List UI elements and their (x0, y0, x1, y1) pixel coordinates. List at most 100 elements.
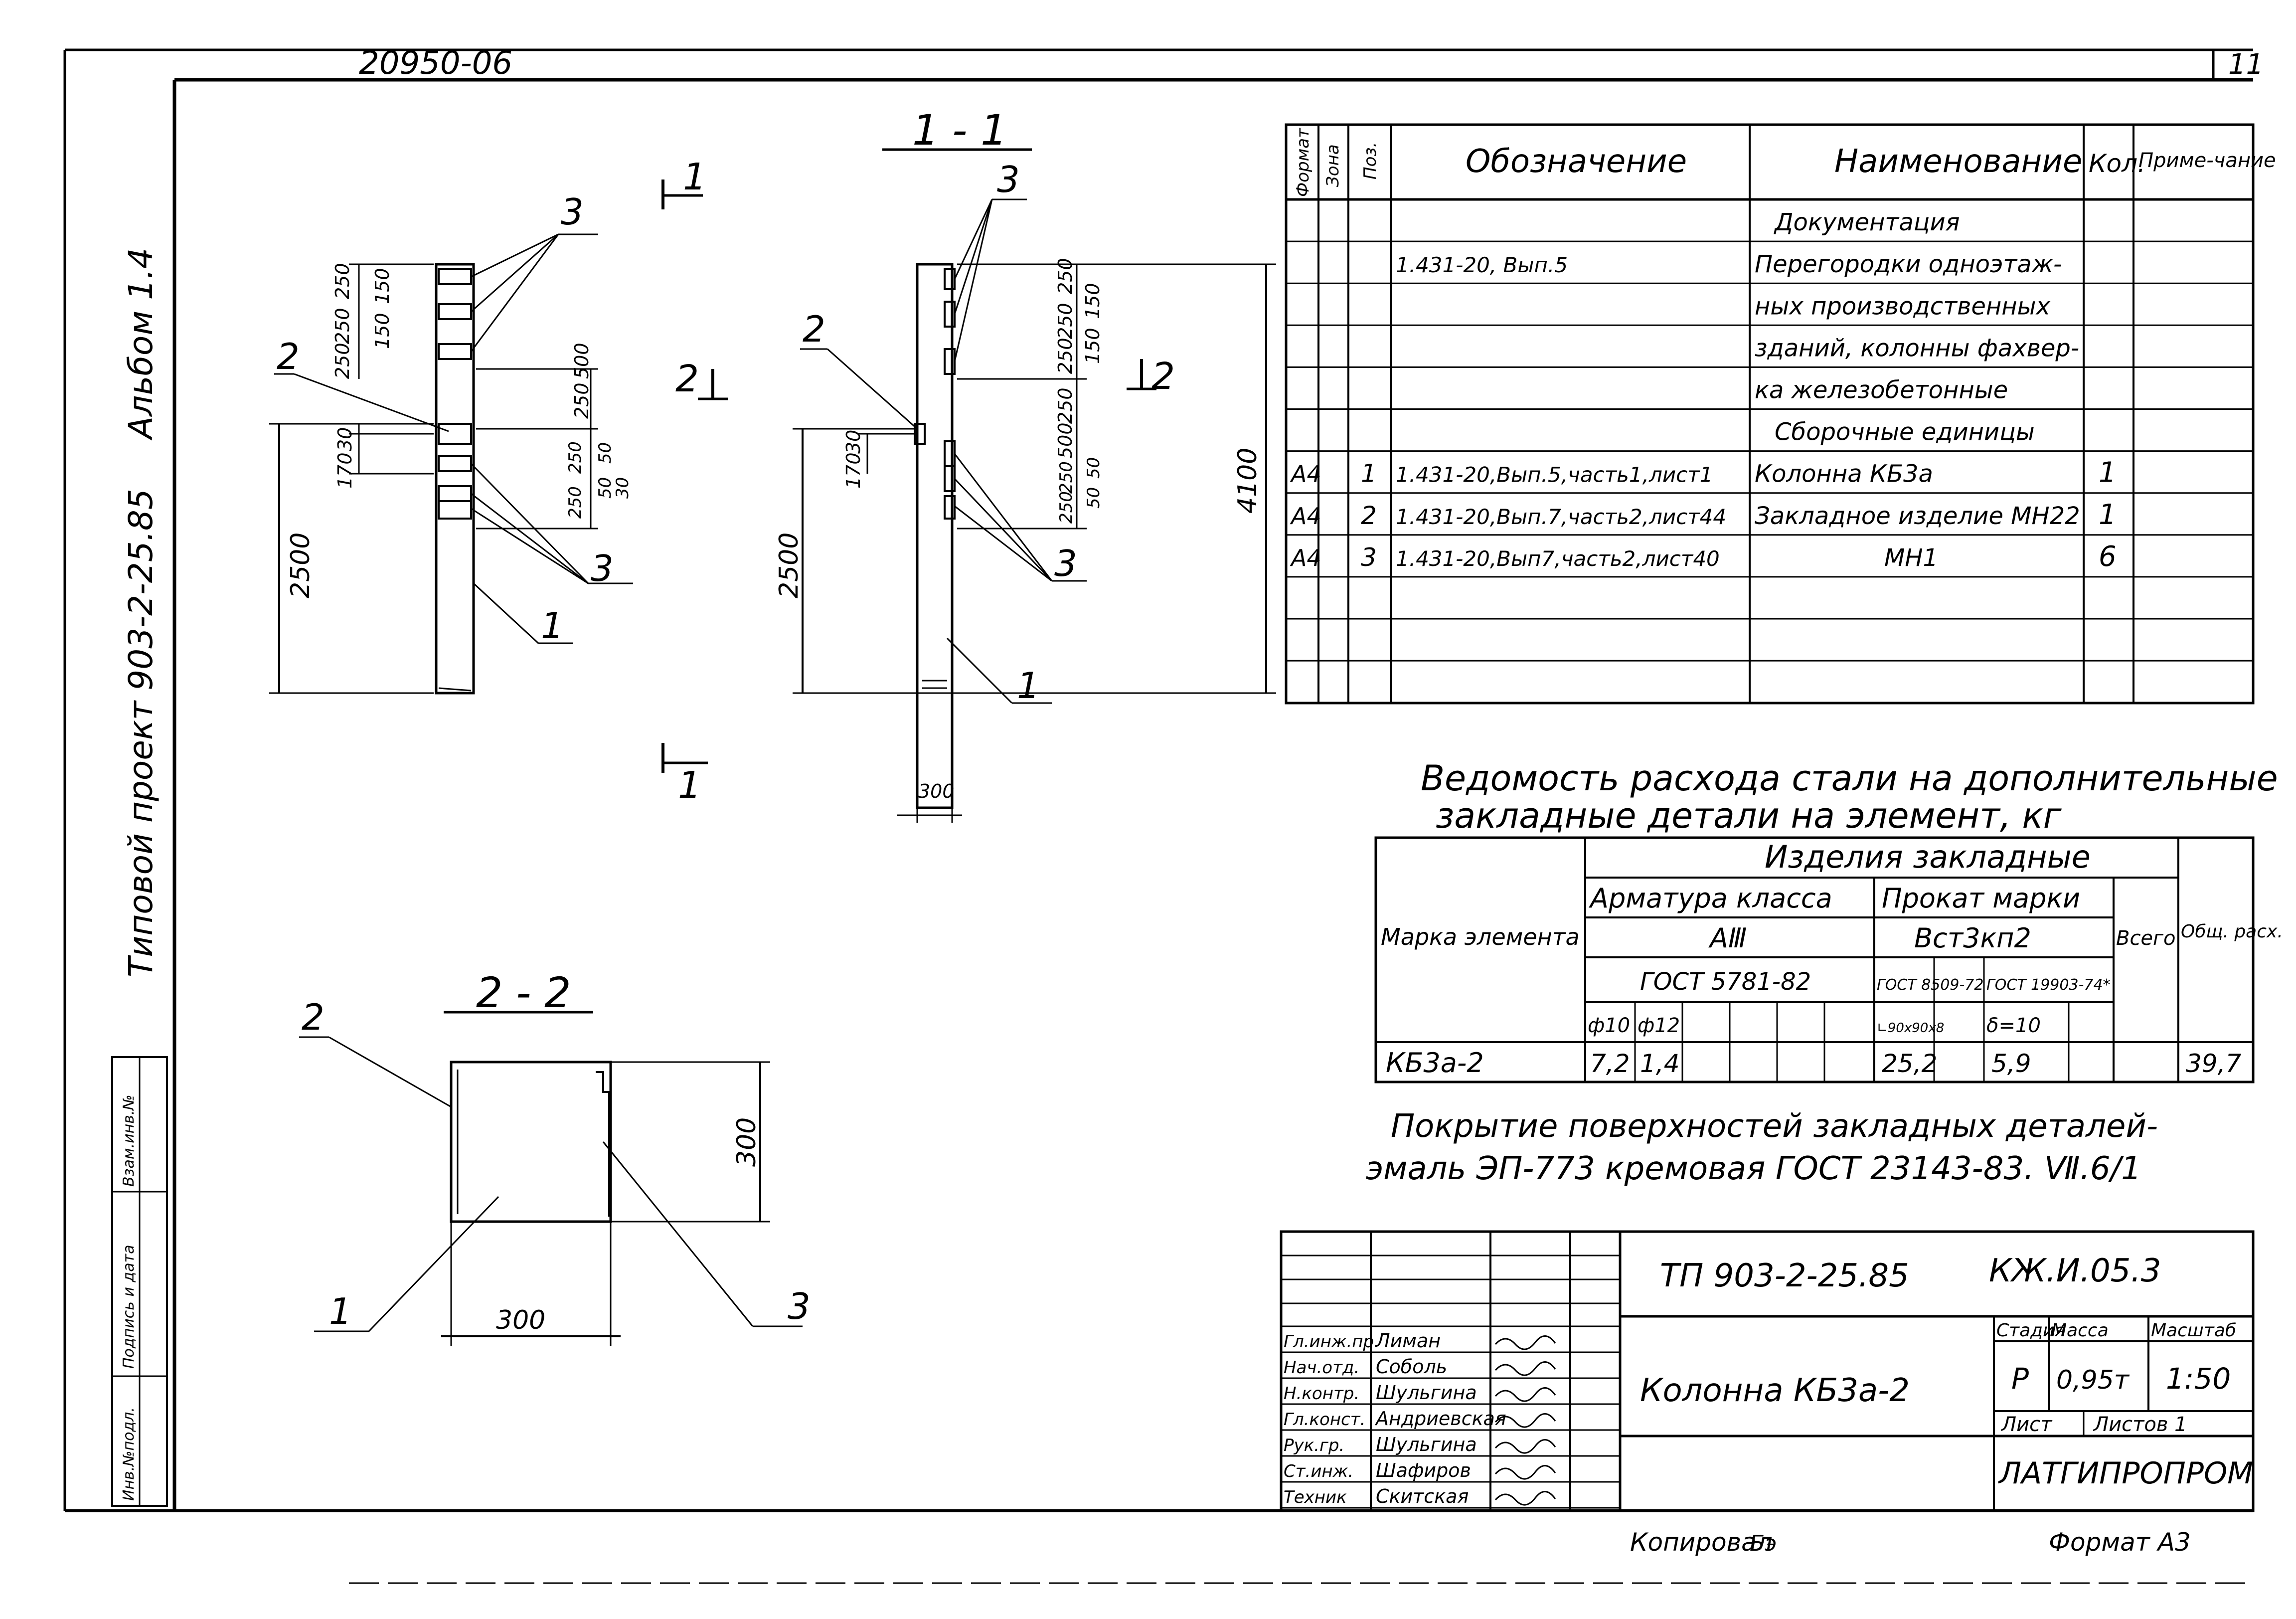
title-block-role: Гл.конст. (1284, 1410, 1365, 1430)
tb-project-code: ТП 903-2-25.85 (1660, 1258, 1909, 1294)
side-stamp (111, 1056, 168, 1507)
steel-row-plate: 5,9 (1991, 1049, 2031, 1078)
front-dim-top-2: 250 (331, 308, 353, 344)
spec-cell-qty: 1 (2099, 457, 2117, 489)
section-mark-side: 2 (675, 358, 699, 400)
tb-sheet-label: Лист (2000, 1413, 2053, 1436)
front-leader-2: 2 (277, 336, 300, 377)
title-block-role: Гл.инж.пр. (1284, 1332, 1379, 1352)
side-stamp-inv: Инв.№подл. (120, 1407, 138, 1501)
spec-cell-qty: 6 (2099, 540, 2117, 573)
spec-header-designation: Обозначение (1466, 143, 1687, 180)
tb-sheets-label: Листов 1 (2093, 1413, 2187, 1436)
spec-cell-name: МН1 (1884, 544, 1938, 572)
section-dim-30: 30 (842, 430, 864, 454)
title-block-person-name: Скитская (1376, 1485, 1469, 1507)
title-block-role: Рук.гр. (1284, 1436, 1344, 1455)
front-dim-total: 2500 (286, 533, 316, 598)
signature-scribble-icon (1494, 1439, 1556, 1454)
section-dim-mid-1: 250 (1054, 387, 1076, 424)
spec-cell-format: А4 (1290, 544, 1321, 571)
side-stamp-sign: Подпись и дата (120, 1245, 138, 1369)
section-2-2-title: 2 - 2 (476, 968, 571, 1017)
front-dim-top-4: 150 (371, 268, 393, 304)
steel-row-grand-total: 39,7 (2186, 1049, 2242, 1078)
spec-cell-pos: 3 (1361, 543, 1377, 572)
side-stamp-replace: Взам.инв.№ (120, 1094, 138, 1187)
section-leader-1: 1 (1017, 665, 1040, 707)
spec-cell-designation: 1.431-20,Вып.5,часть1,лист1 (1396, 463, 1713, 487)
section-dim-width: 300 (918, 780, 955, 802)
spec-cell-designation: 1.431-20,Вып7,часть2,лист40 (1396, 546, 1720, 571)
title-block-rows (1281, 1231, 1620, 1509)
side-album: Альбом 1.4 (122, 248, 160, 441)
spec-cell-name: зданий, колонны фахвер- (1755, 334, 2079, 362)
spec-cell-name: Закладное изделие МН22 (1755, 502, 2080, 530)
sheet-corner-number: 11 (2228, 48, 2264, 81)
signature-scribble-icon (1494, 1335, 1556, 1350)
signature-scribble-icon (1494, 1361, 1556, 1376)
section-dim-top-4: 150 (1082, 283, 1104, 319)
coating-note-1: Покрытие поверхностей закладных деталей- (1391, 1108, 2158, 1145)
steel-row-angle: 25,2 (1882, 1049, 1937, 1078)
archive-number: 20950-06 (359, 45, 512, 82)
signature-scribble-icon (1494, 1491, 1556, 1506)
tb-mass: 0,95т (2056, 1365, 2130, 1395)
title-block-person-name: Шульгина (1376, 1434, 1477, 1455)
section-dim-170: 170 (842, 452, 864, 489)
title-block (1280, 1230, 2255, 1512)
spec-cell-designation: 1.431-20, Вып.5 (1396, 253, 1568, 277)
section-1-1-view (793, 148, 1276, 823)
sheet-frame (63, 48, 2253, 1584)
spec-cell-name: ка железобетонные (1755, 376, 2008, 404)
section-1-1-mark-right: 2 (1151, 355, 1175, 398)
front-dim-mid-1: 250 (571, 382, 593, 419)
tb-stage-label: Стадия (1996, 1320, 2065, 1341)
steel-rolled-grade: Вст3кп2 (1914, 922, 2031, 954)
steel-rolled: Прокат марки (1882, 883, 2080, 914)
section-dim-height: 4100 (1233, 448, 1263, 514)
tb-scale: 1:50 (2166, 1362, 2231, 1396)
signature-scribble-icon (1494, 1465, 1556, 1480)
front-dim-low-1: 250 (565, 441, 585, 474)
title-block-role: Ст.инж. (1284, 1461, 1353, 1481)
steel-total: Всего (2116, 927, 2176, 950)
steel-table-title-2: закладные детали на элемент, кг (1436, 795, 2062, 836)
steel-rolled-gost-2: ГОСТ 19903-74* (1986, 976, 2111, 994)
side-project: Типовой проект 903-2-25.85 (122, 489, 160, 977)
format-note: Формат А3 (2049, 1528, 2191, 1557)
copied-by: Копировал (1630, 1528, 1773, 1557)
front-dim-top-5: 150 (371, 313, 393, 349)
tb-stage: Р (2011, 1362, 2029, 1396)
front-dim-low-3: 50 (595, 477, 615, 499)
section-leader-2: 2 (803, 308, 825, 350)
spec-cell-name: Сборочные единицы (1775, 418, 2035, 446)
tb-org: ЛАТГИПРОПРОМ (1998, 1456, 2253, 1491)
front-leader-1: 1 (541, 605, 564, 647)
spec-cell-pos: 1 (1361, 459, 1377, 488)
column-outline-front (435, 263, 475, 695)
title-block-role: Н.контр. (1284, 1384, 1359, 1404)
section-leader-3-top: 3 (997, 159, 1020, 200)
spec-cell-format: А4 (1290, 461, 1321, 488)
steel-row-mark: КБ3а-2 (1386, 1047, 1484, 1079)
section-mark-top: 1 (683, 156, 706, 198)
spec-header-pos: Поз. (1360, 142, 1380, 180)
tb-doc-code: КЖ.И.05.3 (1989, 1253, 2161, 1289)
tb-mass-label: Масса (2051, 1320, 2109, 1341)
section-1-1-title: 1 - 1 (912, 106, 1007, 155)
tb-scale-label: Масштаб (2151, 1320, 2236, 1341)
section-dim-top-2: 250 (1054, 303, 1076, 339)
steel-grand-total-label: Общ. расх. (2181, 921, 2283, 942)
spec-row-lines (1286, 240, 2253, 662)
title-block-person-name: Лиман (1375, 1330, 1441, 1352)
spec-cell-format: А4 (1290, 503, 1321, 530)
steel-d10: ф10 (1588, 1014, 1630, 1037)
section-2-2-dim-height: 300 (732, 1117, 762, 1167)
steel-group: Изделия закладные (1765, 839, 2091, 875)
front-dim-low-4: 50 (595, 442, 615, 464)
spec-cell-qty: 1 (2099, 499, 2117, 531)
steel-armature-class: АⅢ (1708, 922, 1747, 954)
